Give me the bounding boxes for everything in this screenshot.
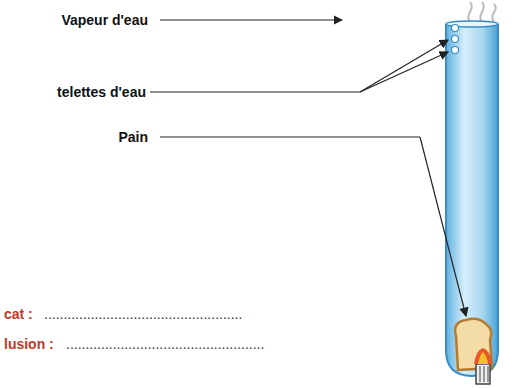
field-label: lusion : <box>4 336 54 353</box>
part-label: Vapeur d'eau <box>61 12 148 29</box>
dotted-line: ........................................… <box>66 336 264 353</box>
part-label: telettes d'eau <box>57 84 146 101</box>
dotted-line: ........................................… <box>44 306 242 323</box>
field-label: cat : <box>4 306 33 323</box>
part-label: Pain <box>118 129 148 146</box>
